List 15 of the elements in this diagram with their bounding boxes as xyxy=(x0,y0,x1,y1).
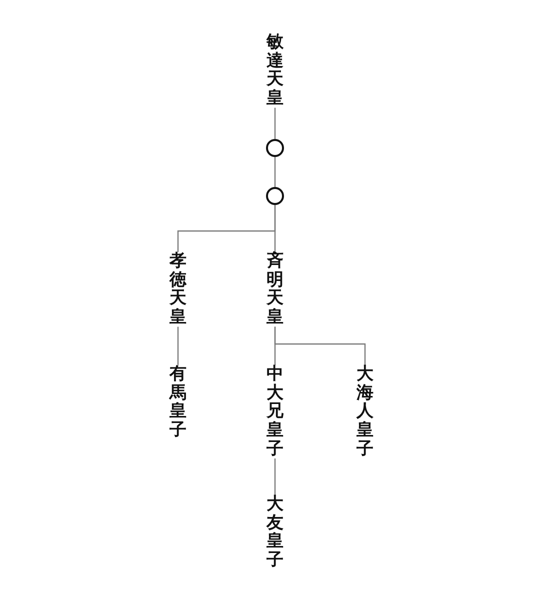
person-name: 敏達天皇 xyxy=(266,33,284,108)
person-name: 大海人皇子 xyxy=(356,365,374,458)
person-name: 孝徳天皇 xyxy=(170,252,186,327)
family-line xyxy=(177,326,179,365)
person-name: 中大兄皇子 xyxy=(266,365,284,458)
unnamed-person-circle xyxy=(266,139,284,157)
person-name: 有馬皇子 xyxy=(170,365,186,440)
family-line xyxy=(274,108,276,139)
unnamed-person-circle xyxy=(266,187,284,205)
family-line xyxy=(274,205,276,252)
family-line xyxy=(274,326,366,365)
family-line xyxy=(274,157,276,187)
person-name: 大友皇子 xyxy=(266,495,284,570)
family-line xyxy=(274,458,276,495)
person-name: 斉明天皇 xyxy=(266,252,284,327)
